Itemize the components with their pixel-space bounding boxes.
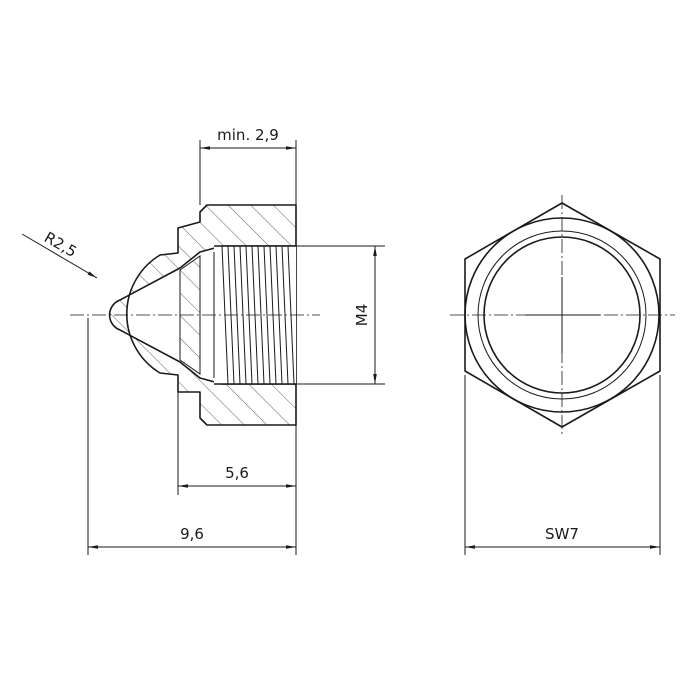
dim-label-thread-length: 5,6 — [225, 464, 249, 482]
end-view — [450, 195, 675, 435]
dim-thread-size: M4 — [353, 246, 377, 384]
dim-overall-length: 9,6 — [88, 525, 296, 549]
section-view — [70, 204, 320, 426]
dim-label-thread: M4 — [353, 304, 371, 327]
dim-dome-radius: R2,5 — [21, 228, 98, 279]
extension-lines — [87, 140, 661, 555]
dim-thread-length: 5,6 — [178, 464, 296, 488]
dim-min-thread-depth: min. 2,9 — [200, 126, 296, 150]
outer-contour — [126, 204, 297, 426]
dim-label-min-depth: min. 2,9 — [217, 126, 279, 144]
dim-across-flats: SW7 — [465, 525, 660, 549]
dim-label-overall: 9,6 — [180, 525, 204, 543]
dim-label-sw: SW7 — [545, 525, 579, 543]
